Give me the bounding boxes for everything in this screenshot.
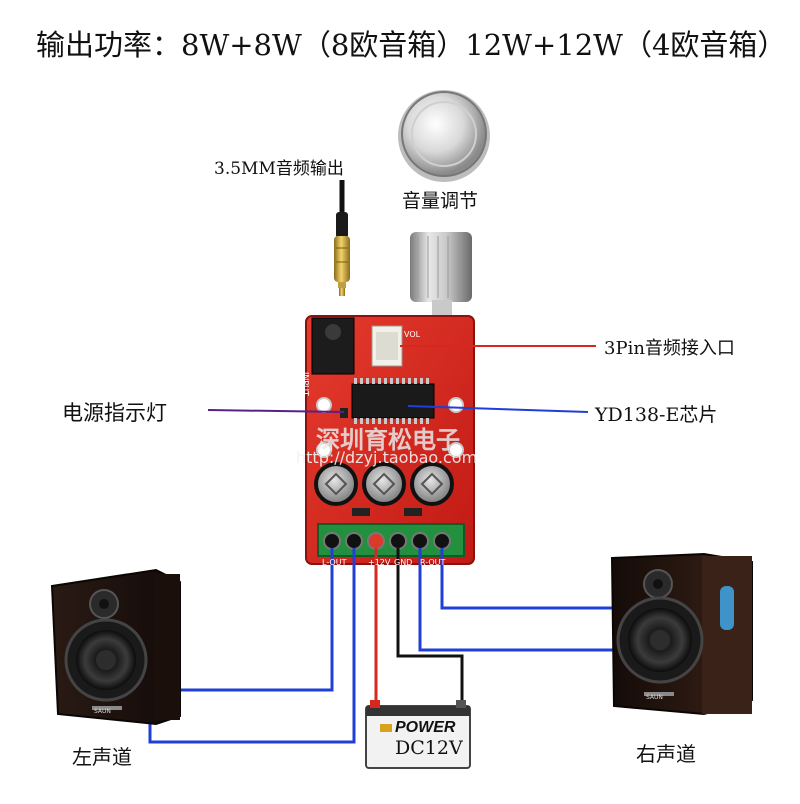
chip-label: YD138-E芯片 (595, 404, 718, 426)
left-channel-label: 左声道 (72, 745, 132, 769)
wire-left-speaker-b (148, 548, 356, 744)
wire-right-speaker-a (418, 548, 614, 652)
right-speaker-brand: SAUN (646, 694, 663, 701)
battery-power-label: POWER (395, 719, 456, 736)
wires (148, 548, 616, 744)
board-terminal-12v: +12V (368, 558, 391, 567)
board-terminal-gnd: GND (394, 558, 413, 567)
right-channel-label: 右声道 (636, 742, 696, 766)
wire-left-speaker-a (180, 548, 334, 692)
wire-power-negative (396, 548, 464, 714)
board-terminal-rout: R-OUT (420, 558, 446, 567)
battery (365, 700, 471, 769)
right-speaker (610, 552, 753, 716)
left-speaker (50, 568, 181, 726)
board-vol-marking: VOL (404, 330, 421, 339)
audio-plug-photo (334, 180, 350, 296)
power-led-label: 电源指示灯 (62, 401, 167, 425)
left-speaker-brand: SAUN (94, 708, 111, 715)
watermark-shop: 深圳育松电子 (316, 426, 460, 454)
amplifier-board (305, 315, 475, 565)
board-terminal-lout: L-OUT (322, 558, 347, 567)
capacitors (314, 462, 454, 506)
battery-voltage-label: DC12V (395, 737, 463, 759)
page-title: 输出功率：8W+8W（8欧音箱）12W+12W（4欧音箱） (36, 28, 787, 62)
pin-input-label: 3Pin音频接入口 (604, 338, 735, 359)
wire-right-speaker-b (440, 548, 616, 610)
board-input-marking: INPUT (301, 372, 310, 396)
volume-knob-photo (398, 90, 490, 182)
jack-output-label: 3.5MM音频输出 (214, 159, 344, 179)
pointer-lines (207, 345, 596, 413)
watermark-url: http://dzyj.taobao.com (296, 448, 478, 467)
pointer-led (207, 409, 345, 413)
pointer-chip (407, 405, 589, 413)
volume-label: 音量调节 (402, 190, 479, 212)
